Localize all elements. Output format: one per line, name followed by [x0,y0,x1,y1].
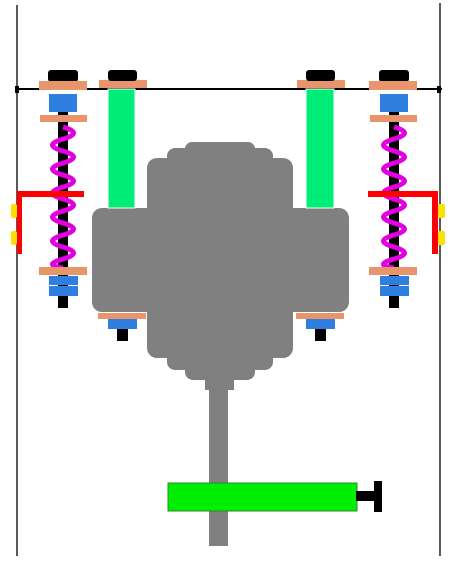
left-shock-top-bushing-a [49,94,77,103]
right-post-body [305,88,335,209]
center-block [92,142,349,390]
shaft [209,378,228,546]
left-shock-bottom-bushing-a [49,276,78,285]
right-bracket-horizontal [368,191,438,197]
handle-bar [167,482,358,512]
center-block-neck [205,374,234,390]
frame-top-bar-left-end [15,86,19,93]
left-shock-top-washer [39,81,87,90]
left-tab-lower [11,231,17,245]
left-shock-top-cap [48,70,78,82]
right-tab-lower [438,231,445,245]
right-shock-top-bushing-a [380,94,408,103]
frame-top-bar-right-end [437,86,441,93]
center-block-bottom-cap [185,360,255,380]
left-bracket-horizontal [17,191,84,197]
right-lower-bushing [306,319,335,329]
left-shock-rod [58,110,68,306]
left-lower-bushing [108,319,137,329]
right-spring [381,124,407,271]
left-shock-bottom-stud [58,296,68,308]
left-bracket [17,191,84,254]
right-shock-top-cap [379,70,409,82]
left-post-cap [108,70,137,81]
right-shock-bottom-bushing-a [380,276,409,285]
right-post-cap [306,70,335,81]
right-shock-top-bushing-b [380,103,408,112]
handle-connector [356,491,374,501]
left-lower-stud [117,329,128,341]
right-shock-bottom-stud [389,296,399,308]
left-lower-washer [98,313,146,319]
right-bracket [368,191,438,254]
right-lower-washer [296,313,344,319]
right-post [297,70,345,209]
center-block-top-cap [185,142,255,156]
right-post-washer [297,80,345,88]
left-spring [50,124,76,271]
right-tab-upper [438,204,445,218]
left-post [99,70,147,209]
left-shock-top-bushing-b [49,103,77,112]
left-tab-upper [11,204,17,218]
left-bracket-vertical [17,191,22,254]
right-shock [369,70,417,308]
right-bracket-vertical [432,191,438,254]
right-lower-mount [296,313,344,341]
left-post-washer [99,80,147,88]
left-shock-spring-seat-top [40,115,87,122]
left-shock-bottom-bushing-b [49,286,78,296]
right-lower-stud [315,329,326,341]
right-shock-bottom-bushing-b [380,286,409,296]
right-shock-rod [389,110,399,306]
left-shock [39,70,87,308]
right-tabs [438,204,445,245]
center-block-flange [92,208,349,312]
right-shock-spring-seat-bottom [369,267,417,275]
left-post-body [107,88,136,209]
right-shock-top-washer [369,81,417,90]
handle [167,481,382,512]
left-tabs [11,204,17,245]
left-shock-spring-seat-bottom [39,267,87,275]
left-lower-mount [98,313,146,341]
handle-knob [374,481,382,512]
right-shock-spring-seat-top [370,115,417,122]
